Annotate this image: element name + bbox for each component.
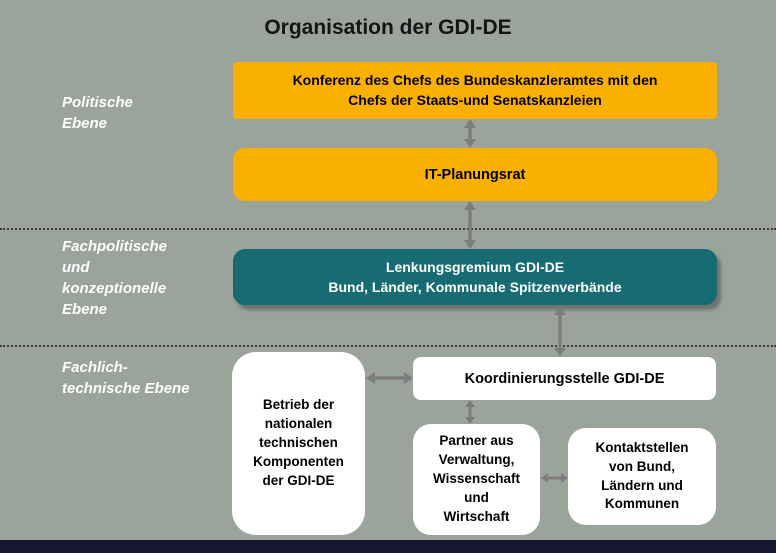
level-label-fachlich-technische-ebene: Fachlich- technische Ebene — [62, 359, 190, 397]
node-lenkungsgremium-gdi-de: Lenkungsgremium GDI-DE Bund, Länder, Kom… — [233, 249, 717, 305]
bottom-accent-bar — [0, 540, 776, 553]
node-kontaktstellen-bund-laender-kommunen: Kontaktstellen von Bund, Ländern und Kom… — [568, 428, 716, 525]
arrow-partner-kontaktstellen — [541, 473, 568, 483]
arrow-koordinierungsstelle-partner — [465, 400, 475, 424]
divider-fachpolitisch-fachlich — [0, 345, 776, 347]
node-betrieb-nationale-komponenten: Betrieb der nationalen technischen Kompo… — [232, 352, 365, 535]
node-koordinierungsstelle-gdi-de: Koordinierungsstelle GDI-DE — [413, 357, 716, 400]
arrow-lenkungsgremium-koordinierungsstelle — [554, 306, 566, 357]
divider-politisch-fachpolitisch — [0, 228, 776, 230]
arrow-itplanungsrat-lenkungsgremium — [464, 201, 476, 249]
arrow-betrieb-koordinierungsstelle — [366, 372, 413, 384]
node-partner-verwaltung-wissenschaft-wirtschaft: Partner aus Verwaltung, Wissenschaft und… — [413, 424, 540, 535]
node-konferenz-bundeskanzleramt: Konferenz des Chefs des Bundeskanzleramt… — [233, 62, 717, 119]
arrow-konferenz-itplanungsrat — [464, 119, 476, 148]
level-label-politische-ebene: Politische Ebene — [62, 94, 133, 132]
diagram-title: Organisation der GDI-DE — [264, 16, 512, 39]
level-label-fachpolitische-ebene: Fachpolitische und konzeptionelle Ebene — [62, 238, 168, 318]
node-it-planungsrat: IT-Planungsrat — [233, 148, 717, 201]
